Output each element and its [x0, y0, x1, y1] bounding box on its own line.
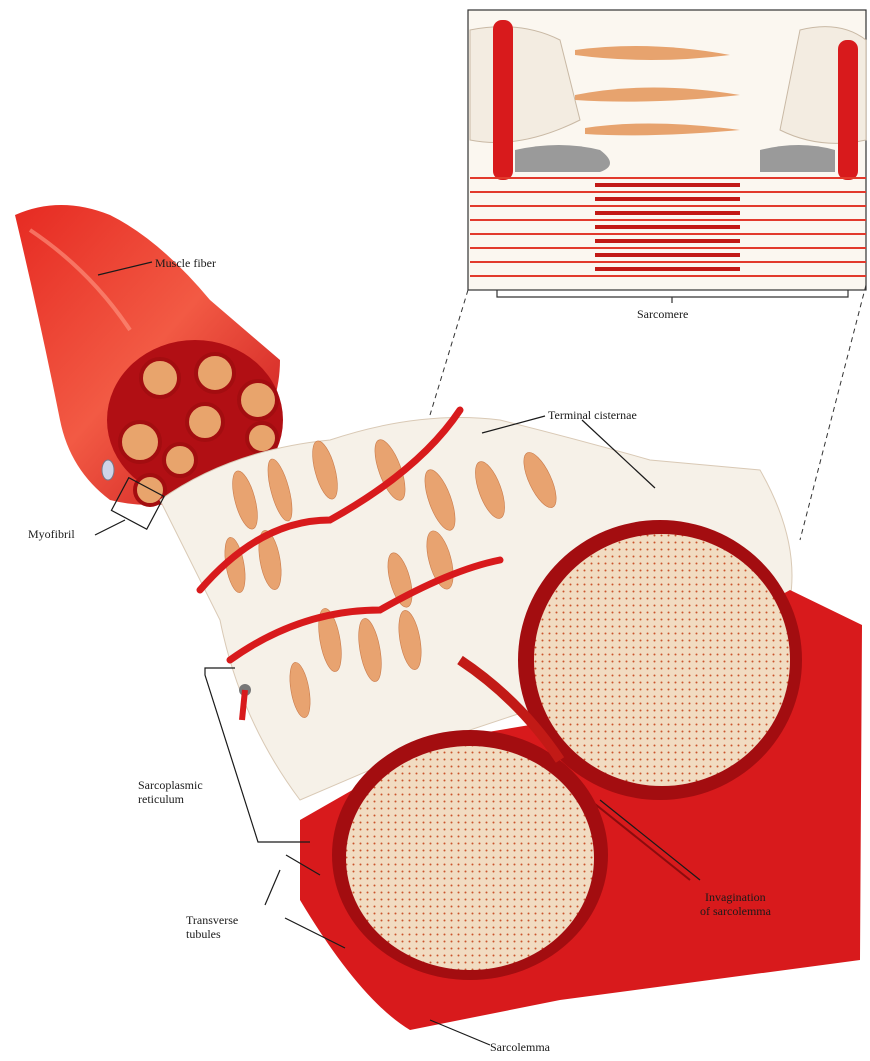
projection-line-left [430, 290, 468, 415]
label-muscle-fiber: Muscle fiber [155, 256, 216, 270]
label-terminal-cisternae: Terminal cisternae [548, 408, 637, 422]
sarcomere-bracket [497, 290, 848, 303]
label-transverse-tubules-line2: tubules [186, 927, 221, 941]
label-sarcoplasmic-reticulum-line1: Sarcoplasmic [138, 778, 203, 792]
sarcomere-inset [468, 10, 866, 290]
label-transverse-tubules-line1: Transverse [186, 913, 238, 927]
label-invagination-line1: Invagination [705, 890, 766, 904]
label-myofibril: Myofibril [28, 527, 75, 541]
projection-line-right [800, 285, 866, 540]
label-sarcolemma: Sarcolemma [490, 1040, 550, 1054]
label-sarcomere: Sarcomere [637, 307, 688, 321]
label-invagination-line2: of sarcolemma [700, 904, 771, 918]
myofibril-cross-section-lower [332, 730, 608, 980]
label-sarcoplasmic-reticulum-line2: reticulum [138, 792, 184, 806]
